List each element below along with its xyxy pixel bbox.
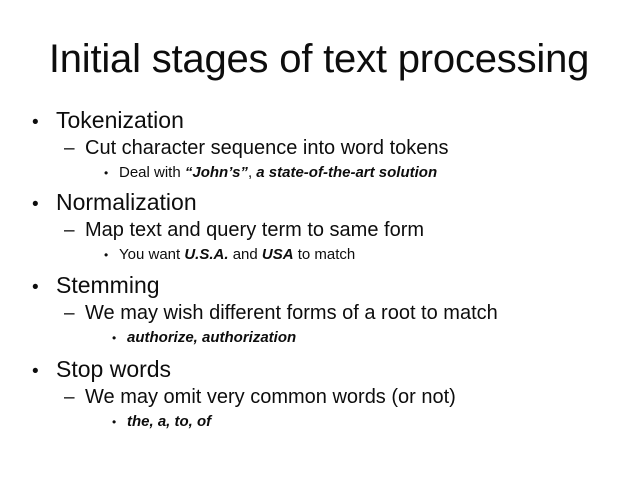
bullet-group-stop-words: • Stop words – We may omit very common w…	[0, 355, 638, 433]
bullet-level3-normalization: • You want U.S.A. and USA to match	[0, 243, 638, 266]
bullet-level1-label: Stemming	[56, 272, 160, 298]
bullet-group-normalization: • Normalization – Map text and query ter…	[0, 188, 638, 266]
bullet-level2-tokenization: – Cut character sequence into word token…	[0, 135, 638, 161]
bullet-level1-label: Tokenization	[56, 107, 184, 133]
bullet-level3-label: You want U.S.A. and USA to match	[119, 246, 356, 263]
bullet-level1-tokenization: • Tokenization	[0, 106, 638, 135]
bullet-marker-icon: •	[32, 194, 39, 215]
bullet-marker-icon: •	[32, 277, 39, 298]
bullet-level1-stemming: • Stemming	[0, 271, 638, 300]
bullet-level2-label: Cut character sequence into word tokens	[85, 137, 449, 159]
bullet-level1-label: Stop words	[56, 356, 172, 382]
bullet-level2-normalization: – Map text and query term to same form	[0, 217, 638, 243]
bullet-level3-label: the, a, to, of	[127, 413, 212, 430]
bullet-level2-label: We may omit very common words (or not)	[85, 386, 456, 408]
dash-marker-icon: –	[64, 138, 75, 159]
bullet-marker-icon: •	[104, 166, 109, 180]
bullet-marker-icon: •	[112, 331, 117, 345]
bullet-marker-icon: •	[32, 112, 39, 133]
bullet-level3-tokenization: • Deal with “John’s”, a state-of-the-art…	[0, 161, 638, 184]
bullet-marker-icon: •	[32, 361, 39, 382]
bullet-level2-label: We may wish different forms of a root to…	[85, 302, 498, 324]
slide-title: Initial stages of text processing	[48, 37, 590, 81]
dash-marker-icon: –	[64, 303, 75, 324]
bullet-level2-stemming: – We may wish different forms of a root …	[0, 300, 638, 326]
bullet-level2-stop-words: – We may omit very common words (or not)	[0, 384, 638, 410]
bullet-group-stemming: • Stemming – We may wish different forms…	[0, 271, 638, 349]
bullet-level3-label: Deal with “John’s”, a state-of-the-art s…	[119, 164, 438, 181]
bullet-marker-icon: •	[112, 415, 117, 429]
slide-body: • Tokenization – Cut character sequence …	[0, 106, 638, 433]
bullet-level2-label: Map text and query term to same form	[85, 219, 425, 241]
bullet-group-tokenization: • Tokenization – Cut character sequence …	[0, 106, 638, 184]
bullet-level3-stemming: • authorize, authorization	[0, 326, 638, 349]
bullet-marker-icon: •	[104, 248, 109, 262]
bullet-level1-normalization: • Normalization	[0, 188, 638, 217]
bullet-level1-label: Normalization	[56, 189, 197, 215]
dash-marker-icon: –	[64, 387, 75, 408]
bullet-level3-stop-words: • the, a, to, of	[0, 410, 638, 433]
bullet-level3-label: authorize, authorization	[127, 329, 297, 346]
bullet-level1-stop-words: • Stop words	[0, 355, 638, 384]
dash-marker-icon: –	[64, 220, 75, 241]
